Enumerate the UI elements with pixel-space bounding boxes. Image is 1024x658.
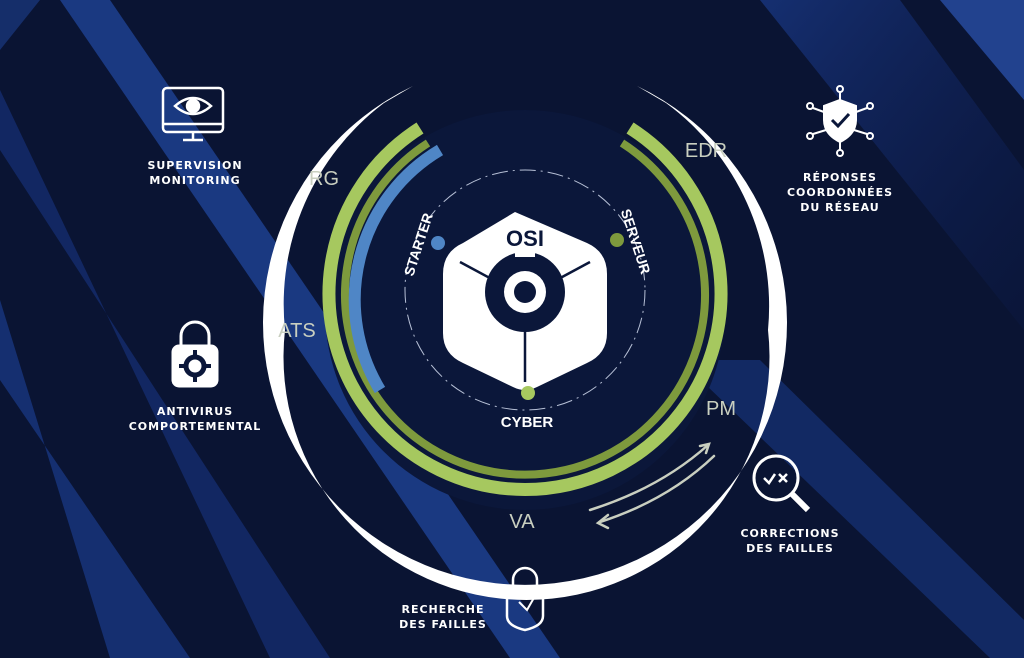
cyber-dot <box>521 386 535 400</box>
feature-corrections-label: CORRECTIONS DES FAILLES <box>740 526 839 556</box>
network-shield-icon <box>806 85 874 157</box>
ring-label-pm: PM <box>706 398 736 420</box>
ring-label-edr: EDR <box>685 140 727 162</box>
cycle-arrows-icon <box>588 442 716 530</box>
label-line: MONITORING <box>149 174 241 187</box>
feature-recherche: RECHERCHE DES FAILLES <box>378 596 508 632</box>
label-line: DES FAILLES <box>399 618 487 631</box>
magnifier-check-icon <box>752 454 811 513</box>
label-line: COORDONNÉES <box>786 186 894 199</box>
feature-recherche-label: RECHERCHE DES FAILLES <box>399 602 487 632</box>
label-line: CORRECTIONS <box>740 527 840 540</box>
label-line: ANTIVIRUS <box>156 405 234 418</box>
label-line: DES FAILLES <box>746 542 834 555</box>
monitor-eye-icon <box>161 86 225 142</box>
ring-label-va: VA <box>509 511 535 533</box>
feature-antivirus: ANTIVIRUS COMPORTEMENTAL <box>110 398 280 434</box>
ring-label-rg: RG <box>309 168 339 190</box>
offer-label-cyber: CYBER <box>501 414 554 431</box>
feature-reponses: RÉPONSES COORDONNÉES DU RÉSEAU <box>770 164 910 215</box>
feature-corrections: CORRECTIONS DES FAILLES <box>720 520 860 556</box>
osi-logo: OSI <box>443 212 607 390</box>
label-line: RÉPONSES <box>803 171 877 184</box>
label-line: SUPERVISION <box>147 159 243 172</box>
starter-dot <box>431 236 445 250</box>
ring-label-ats: ATS <box>278 320 315 342</box>
feature-supervision: SUPERVISION MONITORING <box>130 152 260 188</box>
feature-reponses-label: RÉPONSES COORDONNÉES DU RÉSEAU <box>787 170 893 215</box>
label-line: DU RÉSEAU <box>800 201 880 214</box>
offer-arcs <box>322 122 728 496</box>
feature-supervision-label: SUPERVISION MONITORING <box>147 158 242 188</box>
padlock-gear-icon <box>171 320 219 388</box>
label-line: COMPORTEMENTAL <box>128 420 262 433</box>
label-line: RECHERCHE <box>401 603 485 616</box>
feature-antivirus-label: ANTIVIRUS COMPORTEMENTAL <box>129 404 262 434</box>
broken-padlock-icon <box>505 566 545 632</box>
osi-title: OSI <box>506 226 544 251</box>
serveur-dot <box>610 233 624 247</box>
inner-dashed-circle <box>404 169 646 411</box>
